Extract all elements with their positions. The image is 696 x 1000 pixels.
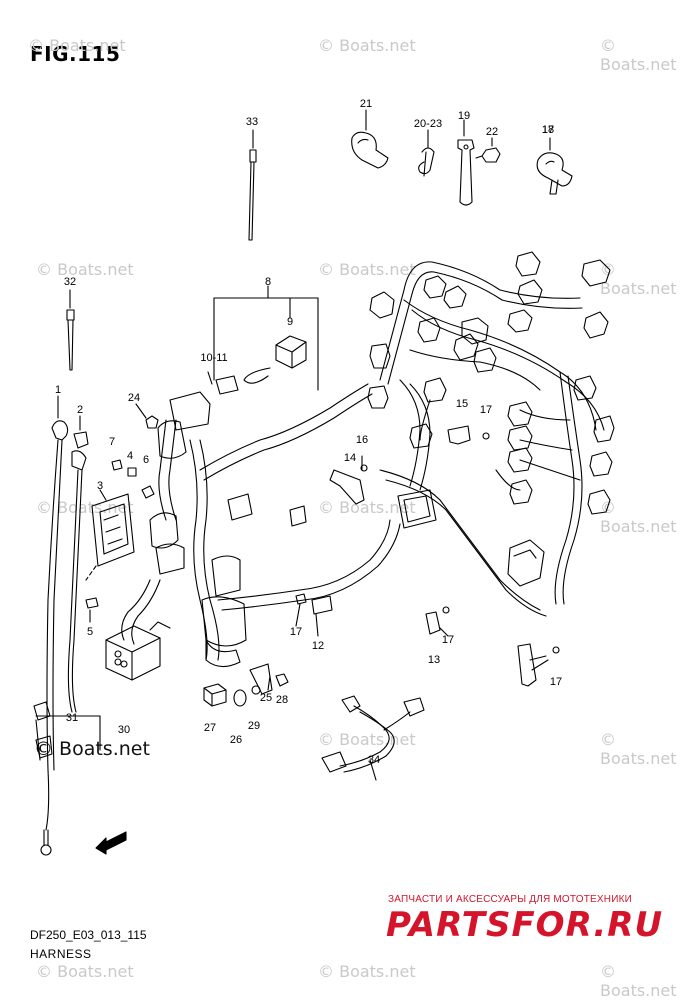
brackets-13-14 [425,606,560,687]
bracket-19 [457,119,475,206]
callout-number: 21 [359,98,373,110]
callout-number: 30 [117,724,131,736]
sub-harness-34 [321,695,425,781]
callout-number: 32 [63,276,77,288]
callout-number: 27 [203,722,217,734]
main-harness [121,383,401,668]
callout-number: 15 [455,398,469,410]
battery-cable-1 [40,395,69,856]
brand-tagline: ЗАПЧАСТИ И АКСЕССУАРЫ ДЛЯ МОТОТЕХНИКИ [388,894,633,905]
figure-title: FIG.115 [30,42,121,66]
right-harness [379,261,605,617]
brackets-15-16 [329,425,490,505]
watermark: © Boats.net [318,260,416,279]
callout-number: 8 [264,276,272,288]
small-parts-25-29 [203,663,289,707]
cable-tie-32 [66,289,75,371]
callout-number: 24 [127,392,141,404]
callout-number: 18 [541,124,555,136]
clip-12 [295,593,333,637]
callout-bracket-8 [213,285,319,391]
connectors-right [215,251,615,587]
callout-number: 26 [229,734,243,746]
callout-number: 1 [54,384,62,396]
callout-number: 17 [479,404,493,416]
watermark: © Boats.net [318,962,416,981]
relay-9 [243,335,307,384]
callout-number: 4 [126,450,134,462]
watermark: © Boats.net [36,962,134,981]
callout-number: 10-11 [200,352,228,364]
callout-number: 16 [355,434,369,446]
nut-5 [85,597,99,623]
watermark: © Boats.net [36,260,134,279]
callout-number: 12 [311,640,325,652]
callout-number: 17 [441,634,455,646]
callout-number: 5 [86,626,94,638]
brand-logo: PARTSFOR.RU [386,905,664,945]
callout-number: 31 [65,712,79,724]
watermark: © Boats.net [318,730,416,749]
callout-leaders [207,371,549,691]
callout-number: 13 [427,654,441,666]
battery-cable-2 [67,415,89,713]
callout-number: 17 [549,676,563,688]
clamp-18 [536,137,573,195]
fuse-box-3 [85,489,135,581]
fasteners-4-6-7-24 [111,403,159,499]
callout-number: 2 [76,404,84,416]
callout-number: 14 [343,452,357,464]
watermark: © Boats.net [28,36,126,55]
callout-number: 28 [275,694,289,706]
connector-large [105,621,171,681]
callout-number: 33 [245,116,259,128]
callout-lines-30-31 [33,701,101,761]
cable-tie-33 [248,129,257,241]
callout-number: 34 [367,754,381,766]
callout-number: 3 [96,480,104,492]
watermark: © Boats.net [600,36,677,74]
callout-number: 20-23 [413,118,443,130]
fwd-arrow-icon [95,831,127,855]
clip-20-23 [418,129,435,177]
watermark: © Boats.net [36,498,134,517]
watermark: © Boats.net [318,498,416,517]
callout-number: 25 [259,692,273,704]
callout-number: 22 [485,126,499,138]
clamp-21 [351,109,389,169]
callout-number: 17 [289,626,303,638]
callout-number: 19 [457,110,471,122]
watermark-dark: © Boats.net [34,738,150,760]
bolt-22 [475,137,501,163]
callout-number: 29 [247,720,261,732]
figure-code: DF250_E03_013_115 [30,928,147,942]
callout-number: 7 [108,436,116,448]
callout-number: 17 [541,124,555,136]
watermark: © Boats.net [318,36,416,55]
callout-number: 9 [286,316,294,328]
watermark: © Boats.net [600,730,677,768]
callout-number: 6 [142,454,150,466]
figure-name: HARNESS [30,947,92,961]
